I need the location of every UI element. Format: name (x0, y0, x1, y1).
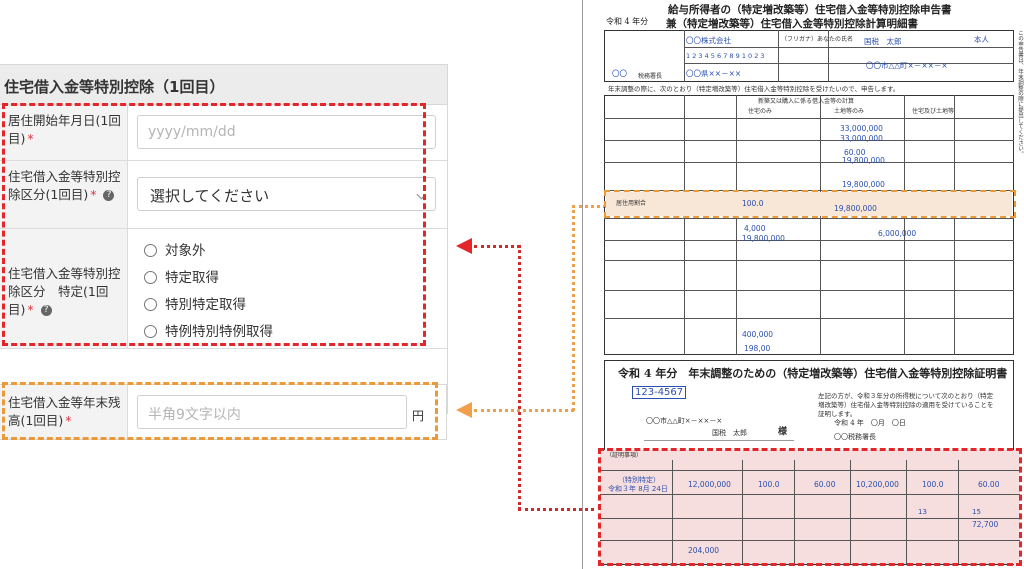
cert-name: 国税 太郎 (712, 429, 747, 437)
cert-date: 令和 4 年 〇月 〇日 (834, 419, 906, 427)
radio-exceptional-special-acquisition[interactable]: 特例特別特例取得 (144, 322, 273, 342)
cert-value: 60.00 (978, 480, 1000, 489)
category-row: 住宅借入金等特別控除区分(1回目)* ? 選択してください (0, 161, 447, 229)
cert-value: 令和３年 8月 24日 (608, 485, 668, 493)
value: 400,000 (742, 330, 774, 339)
value: 33,000,000 (840, 134, 883, 143)
help-icon[interactable]: ? (40, 305, 52, 316)
value: 19,800,000 (834, 204, 877, 213)
payer-info-box (604, 30, 1014, 82)
cert-value: 12,000,000 (688, 480, 731, 489)
cert-value: 60.00 (814, 480, 836, 489)
cert-value: 13 (918, 508, 927, 516)
balance-input[interactable]: 半角9文字以内 (137, 395, 407, 429)
cert-zip: 123-4567 (632, 386, 687, 399)
start-date-row: 居住開始年月日(1回目)* yyyy/mm/dd (0, 105, 447, 161)
tax-document-image: 給与所得者の（特定増改築等）住宅借入金等特別控除申告書 令和 4 年分 兼（特定… (588, 0, 1024, 569)
value: 60.00 (844, 148, 866, 157)
cert-value: 100.0 (922, 480, 944, 489)
category-label: 住宅借入金等特別控除区分(1回目)* ? (0, 161, 128, 228)
radio-special-specific-acquisition[interactable]: 特別特定取得 (144, 295, 246, 315)
cert-items-highlight (600, 450, 1020, 564)
tax-office: 〇〇 (612, 69, 627, 78)
intro-text: 年末調整の際に、次のとおり（特定増改築等）住宅借入金等特別控除を受けたいので、申… (608, 85, 900, 93)
value: 33,000,000 (840, 124, 883, 133)
divider (582, 0, 583, 569)
red-connector (474, 245, 520, 248)
doc-orange-frame (604, 190, 1016, 218)
value: 19,800,000 (842, 156, 885, 165)
applicant-seal: 本人 (974, 35, 989, 44)
cert-sama: 様 (778, 427, 788, 437)
table-header: 土地等のみ (834, 108, 865, 115)
ratio-label: 居住用割合 (616, 200, 647, 207)
certificate-title: 令和 4 年分 年末調整のための（特定増改築等）住宅借入金等特別控除証明書 (618, 367, 1008, 380)
chevron-down-icon (416, 189, 427, 200)
value: 100.0 (742, 199, 764, 208)
calculation-table (604, 95, 1014, 355)
tax-office-suffix: 税務署長 (638, 73, 663, 80)
category-select[interactable]: 選択してください (137, 177, 436, 211)
table-header: 住宅及び土地等 (912, 108, 955, 115)
applicant-address: 〇〇市△△町×－××－× (866, 61, 948, 70)
cert-value: 100.0 (758, 480, 780, 489)
specific-row: 住宅借入金等特別控除区分 特定(1回目)* ? 対象外 特定取得 特別特定取得 … (0, 229, 447, 349)
payer-company: 〇〇株式会社 (686, 36, 731, 45)
loan-deduction-form: 住宅借入金等特別控除（1回目） 居住開始年月日(1回目)* yyyy/mm/dd… (0, 64, 448, 414)
required-mark: * (27, 302, 34, 317)
orange-connector (572, 205, 606, 208)
ratio-row-highlight (606, 192, 1012, 216)
table-header: 住宅のみ (748, 108, 773, 115)
corporate-number: 1 2 3 4 5 6 7 8 9 1 0 2 3 (686, 52, 765, 60)
red-connector (518, 245, 521, 510)
radio-specific-acquisition[interactable]: 特定取得 (144, 268, 219, 288)
required-mark: * (90, 187, 97, 202)
required-mark: * (65, 413, 72, 428)
orange-connector (474, 409, 574, 412)
balance-label: 住宅借入金等年末残高(1回目)* (0, 385, 128, 439)
table-header: 新築又は購入に係る借入金等の計算 (758, 98, 855, 105)
orange-connector (572, 205, 575, 411)
value: 19,800,000 (842, 180, 885, 189)
yen-unit: 円 (412, 409, 425, 423)
cert-value: （特別特定） (618, 476, 660, 484)
radio-circle-icon (144, 298, 157, 311)
furigana-label: （フリガナ）あなたの氏名 (781, 36, 854, 43)
applicant-name: 国税 太郎 (864, 37, 902, 46)
specific-label: 住宅借入金等特別控除区分 特定(1回目)* ? (0, 229, 128, 348)
start-date-input[interactable]: yyyy/mm/dd (137, 115, 436, 149)
cert-value: 10,200,000 (856, 480, 899, 489)
orange-arrow-icon (456, 402, 472, 418)
doc-title-1: 給与所得者の（特定増改築等）住宅借入金等特別控除申告書 (668, 4, 952, 16)
doc-year: 令和 4 年分 (606, 17, 649, 26)
cert-office: 〇〇税務署長 (834, 433, 876, 441)
cert-text: 左記の方が、令和３年分の所得税について次のとおり（特定増改築等）住宅借入金等特別… (818, 392, 994, 418)
side-note: この申告書は、年末調整の際に提出してください。 (1017, 30, 1023, 157)
start-date-label: 居住開始年月日(1回目)* (0, 105, 128, 160)
cert-address: 〇〇市△△町×－××－× (646, 417, 723, 425)
cert-value: 204,000 (688, 546, 720, 555)
red-arrow-icon (456, 238, 472, 254)
value: 19,800,000 (742, 234, 785, 243)
doc-red-frame (598, 448, 1022, 566)
form-title: 住宅借入金等特別控除（1回目） (0, 65, 447, 105)
payer-address: 〇〇県××－×× (686, 69, 742, 78)
doc-title-2: 兼（特定増改築等）住宅借入金等特別控除計算明細書 (666, 18, 918, 30)
radio-circle-icon (144, 271, 157, 284)
value: 4,000 (744, 224, 766, 233)
help-icon[interactable]: ? (103, 190, 115, 201)
radio-not-applicable[interactable]: 対象外 (144, 241, 206, 261)
cert-value: 15 (972, 508, 981, 516)
radio-circle-icon (144, 325, 157, 338)
required-mark: * (27, 131, 34, 146)
value: 198,00 (744, 344, 771, 353)
value: 6,000,000 (878, 229, 917, 238)
radio-circle-icon (144, 244, 157, 257)
balance-row: 住宅借入金等年末残高(1回目)* 半角9文字以内 円 (0, 384, 447, 440)
red-connector (518, 508, 594, 511)
cert-box-label: （証明事項） (606, 452, 643, 459)
cert-value: 72,700 (972, 520, 999, 529)
